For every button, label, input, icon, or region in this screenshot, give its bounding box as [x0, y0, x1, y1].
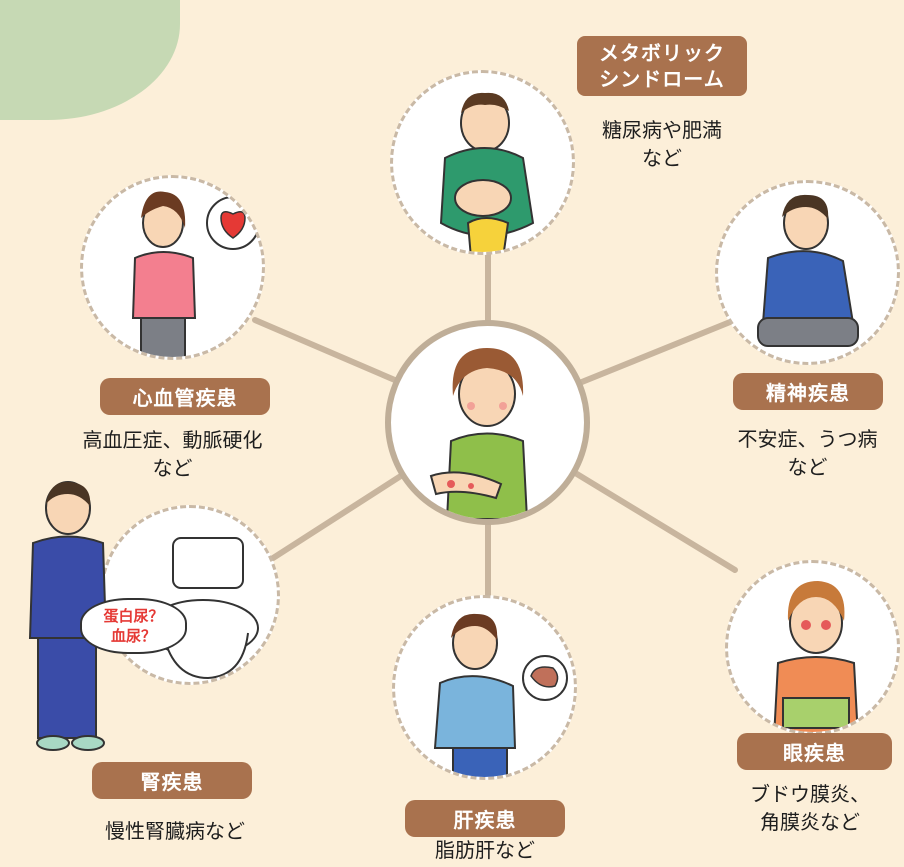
- mental-desc-line1: 不安症、うつ病: [737, 427, 878, 451]
- metabolic-desc-line1: 糖尿病や肥満: [602, 118, 722, 142]
- liver-title-badge: 肝疾患: [405, 800, 565, 837]
- mental-illustration: [715, 180, 900, 365]
- kidney-title-badge: 腎疾患: [92, 762, 252, 799]
- skin-condition-person-icon: [429, 348, 529, 519]
- toilet-icon: [147, 537, 259, 680]
- kidney-bubble-line1: 蛋白尿？: [103, 607, 164, 625]
- metabolic-title-badge: メタボリック シンドローム: [577, 36, 747, 96]
- metabolic-title-line2: シンドローム: [599, 67, 725, 91]
- metabolic-illustration: [390, 70, 575, 255]
- metabolic-description: 糖尿病や肥満 など: [577, 116, 747, 172]
- eye-title-badge: 眼疾患: [737, 733, 892, 770]
- liver-person-icon: [433, 613, 568, 777]
- kidney-bubble-line2: 血尿？: [110, 627, 156, 645]
- eye-description: ブドウ膜炎、 角膜炎など: [720, 780, 900, 836]
- liver-illustration: [392, 595, 577, 780]
- mental-description: 不安症、うつ病 など: [715, 425, 900, 481]
- cardio-illustration: [80, 175, 265, 360]
- mental-person-icon: [757, 194, 859, 347]
- liver-icon: [530, 666, 559, 688]
- kidney-thought-bubble: 蛋白尿？ 血尿？: [80, 598, 187, 654]
- eye-desc-line1: ブドウ膜炎、: [750, 782, 870, 806]
- metabolic-title-line1: メタボリック: [599, 41, 725, 65]
- eye-person-icon: [773, 581, 859, 732]
- eye-illustration: [725, 560, 900, 735]
- cardio-person-icon: [131, 191, 260, 357]
- kidney-illustration: [100, 505, 280, 685]
- cardio-desc-line1: 高血圧症、動脈硬化: [82, 428, 263, 452]
- kidney-description: 慢性腎臓病など: [105, 819, 245, 843]
- tissue-box-icon: [782, 697, 850, 729]
- liver-description: 脂肪肝など: [435, 838, 535, 862]
- cardio-description: 高血圧症、動脈硬化 など: [55, 426, 290, 482]
- center-illustration: [385, 320, 590, 525]
- cardio-desc-line2: など: [152, 456, 193, 480]
- metabolic-desc-line2: など: [642, 146, 682, 170]
- mental-desc-line2: など: [787, 455, 828, 479]
- metabolic-person-icon: [439, 92, 535, 252]
- eye-desc-line2: 角膜炎など: [760, 810, 860, 834]
- kidney-person-icon: [28, 481, 108, 751]
- heart-icon: [220, 211, 246, 239]
- cardio-title-badge: 心血管疾患: [100, 378, 270, 415]
- mental-title-badge: 精神疾患: [733, 373, 883, 410]
